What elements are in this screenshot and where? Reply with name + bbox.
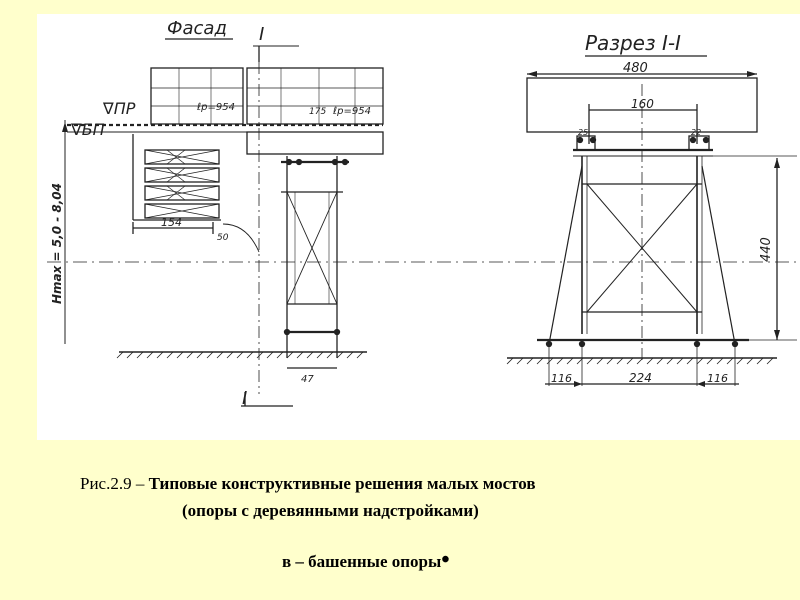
dim-154-label: 154: [161, 216, 182, 229]
section-ground: [506, 344, 777, 386]
facade-deck: [67, 67, 384, 155]
section-mark-bottom-label: I: [242, 388, 247, 409]
dim-440-label: 440: [759, 237, 774, 262]
dim-160: [588, 104, 698, 144]
dim-224-label: 224: [629, 371, 652, 385]
section-cap: [573, 135, 713, 157]
leader-curve: [222, 223, 260, 253]
dim-25-label: 25: [578, 128, 588, 137]
note-50-label: 50: [217, 233, 229, 243]
dim-175-label: 175: [309, 107, 326, 117]
caption-line-2: (опоры с деревянными надстройками): [182, 501, 479, 520]
dim-480-label: 480: [623, 61, 648, 76]
caption-dot: •: [441, 547, 450, 573]
bridge-drawing: Фасад I I ∇ПР ∇БП ℓр=954 ℓр=954 175 154 …: [37, 14, 800, 440]
vertical-note-label: Hmax = 5,0 - 8,04: [50, 183, 64, 304]
caption-line-1: Рис.2.9 – Типовые конструктивные решения…: [80, 474, 800, 494]
ep-right-label: ℓр=954: [333, 106, 371, 117]
section-mark-top-label: I: [259, 24, 264, 45]
dim-160-label: 160: [631, 97, 654, 111]
dim-480: [527, 71, 757, 77]
caption-title: Типовые конструктивные решения малых мос…: [148, 474, 536, 493]
caption-prefix: Рис.2.9 –: [80, 474, 149, 493]
ep-left-label: ℓр=954: [197, 102, 235, 113]
level-bp-label: ∇БП: [70, 120, 105, 139]
dim-116-right-label: 116: [707, 372, 728, 385]
dim-440: [713, 155, 797, 341]
facade-ground: [116, 351, 367, 359]
section-tower: [537, 156, 749, 348]
dim-47-label: 47: [301, 374, 314, 385]
caption-subtitle: в – башенные опоры: [282, 552, 442, 571]
dim-bottom: [545, 381, 739, 387]
caption-line-3: в – башенные опоры•: [282, 548, 800, 572]
dim-22-label: 22: [691, 128, 701, 137]
drawing-svg: Фасад I I ∇ПР ∇БП ℓр=954 ℓр=954 175 154 …: [47, 18, 800, 409]
facade-title: Фасад: [167, 18, 227, 39]
dim-116-left-label: 116: [551, 372, 572, 385]
section-title: Разрез I-I: [585, 31, 681, 55]
facade-crib-pier: [132, 134, 221, 221]
facade-tower: [281, 156, 349, 358]
level-pr-label: ∇ПР: [102, 99, 136, 118]
